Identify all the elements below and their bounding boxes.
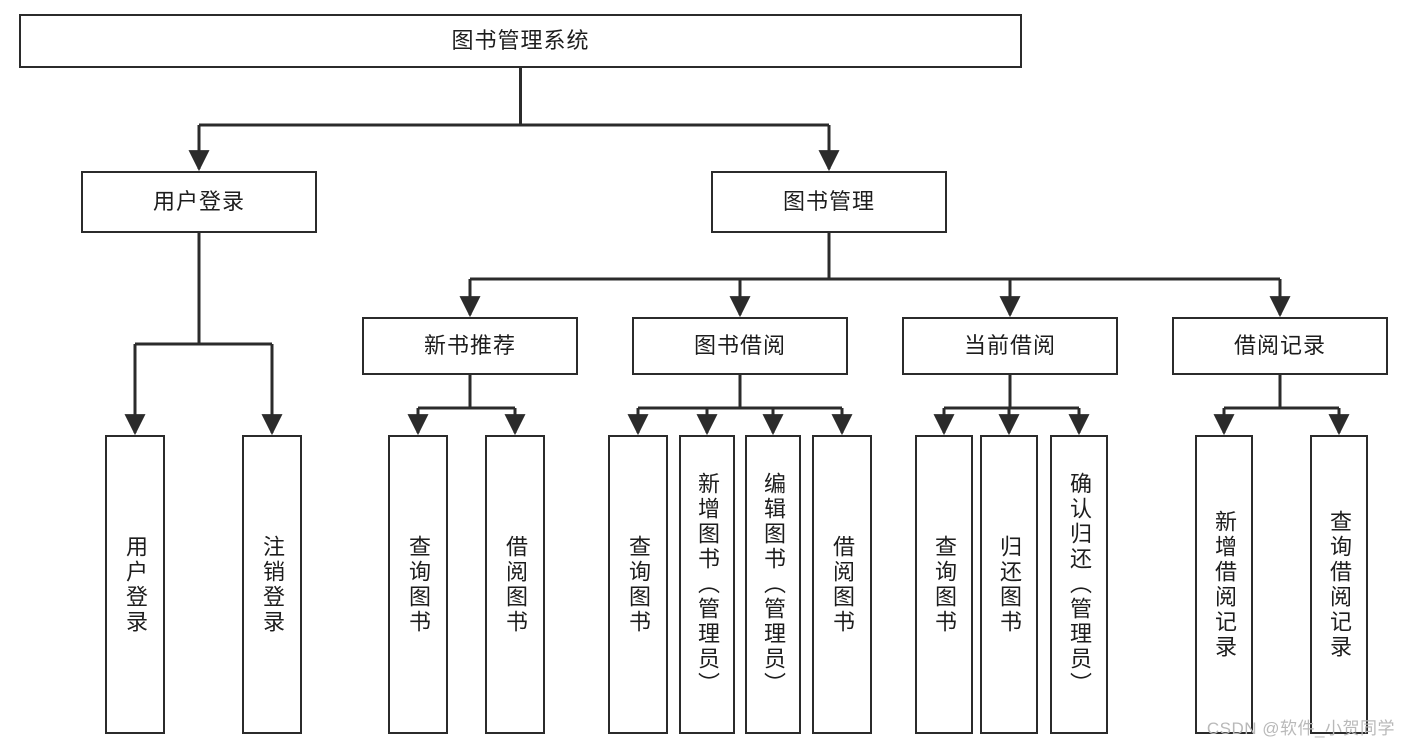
node-leaf-borrow-book-2[interactable]: 借阅图书 bbox=[812, 435, 872, 734]
node-label: 查询图书 bbox=[405, 534, 431, 635]
node-label: 查询图书 bbox=[625, 534, 651, 635]
csdn-watermark: CSDN @软件_小贺同学 bbox=[1206, 719, 1395, 738]
node-leaf-query-book-3[interactable]: 查询图书 bbox=[915, 435, 973, 734]
node-label: 图书管理 bbox=[782, 189, 875, 215]
node-label: 确认归还（管理员） bbox=[1066, 472, 1092, 697]
node-leaf-borrow-book-1[interactable]: 借阅图书 bbox=[485, 435, 545, 734]
node-label: 图书借阅 bbox=[693, 333, 786, 359]
node-label: 借阅图书 bbox=[829, 534, 855, 635]
node-label: 新增图书（管理员） bbox=[694, 472, 720, 697]
node-label: 新增借阅记录 bbox=[1211, 509, 1237, 660]
node-borrow-record[interactable]: 借阅记录 bbox=[1172, 317, 1388, 375]
node-new-book-rec[interactable]: 新书推荐 bbox=[362, 317, 578, 375]
node-leaf-query-book-1[interactable]: 查询图书 bbox=[388, 435, 448, 734]
node-label: 借阅图书 bbox=[502, 534, 528, 635]
node-leaf-logout[interactable]: 注销登录 bbox=[242, 435, 302, 734]
node-book-borrow[interactable]: 图书借阅 bbox=[632, 317, 848, 375]
node-label: 查询图书 bbox=[931, 534, 957, 635]
node-label: 当前借阅 bbox=[963, 333, 1056, 359]
node-leaf-query-book-2[interactable]: 查询图书 bbox=[608, 435, 668, 734]
node-label: 编辑图书（管理员） bbox=[760, 472, 786, 697]
node-label: 图书管理系统 bbox=[451, 28, 590, 54]
node-label: 新书推荐 bbox=[423, 333, 516, 359]
node-label: 借阅记录 bbox=[1233, 333, 1326, 359]
node-leaf-query-record[interactable]: 查询借阅记录 bbox=[1310, 435, 1368, 734]
node-leaf-add-book[interactable]: 新增图书（管理员） bbox=[679, 435, 735, 734]
node-leaf-return-book[interactable]: 归还图书 bbox=[980, 435, 1038, 734]
node-leaf-confirm-return[interactable]: 确认归还（管理员） bbox=[1050, 435, 1108, 734]
node-label: 用户登录 bbox=[122, 534, 148, 635]
node-label: 注销登录 bbox=[259, 534, 285, 635]
node-current-borrow[interactable]: 当前借阅 bbox=[902, 317, 1118, 375]
node-book-manage[interactable]: 图书管理 bbox=[711, 171, 947, 233]
node-leaf-add-record[interactable]: 新增借阅记录 bbox=[1195, 435, 1253, 734]
node-root[interactable]: 图书管理系统 bbox=[19, 14, 1022, 68]
node-label: 查询借阅记录 bbox=[1326, 509, 1352, 660]
node-leaf-user-login[interactable]: 用户登录 bbox=[105, 435, 165, 734]
node-label: 用户登录 bbox=[152, 189, 245, 215]
node-user-login[interactable]: 用户登录 bbox=[81, 171, 317, 233]
node-label: 归还图书 bbox=[996, 534, 1022, 635]
node-leaf-edit-book[interactable]: 编辑图书（管理员） bbox=[745, 435, 801, 734]
